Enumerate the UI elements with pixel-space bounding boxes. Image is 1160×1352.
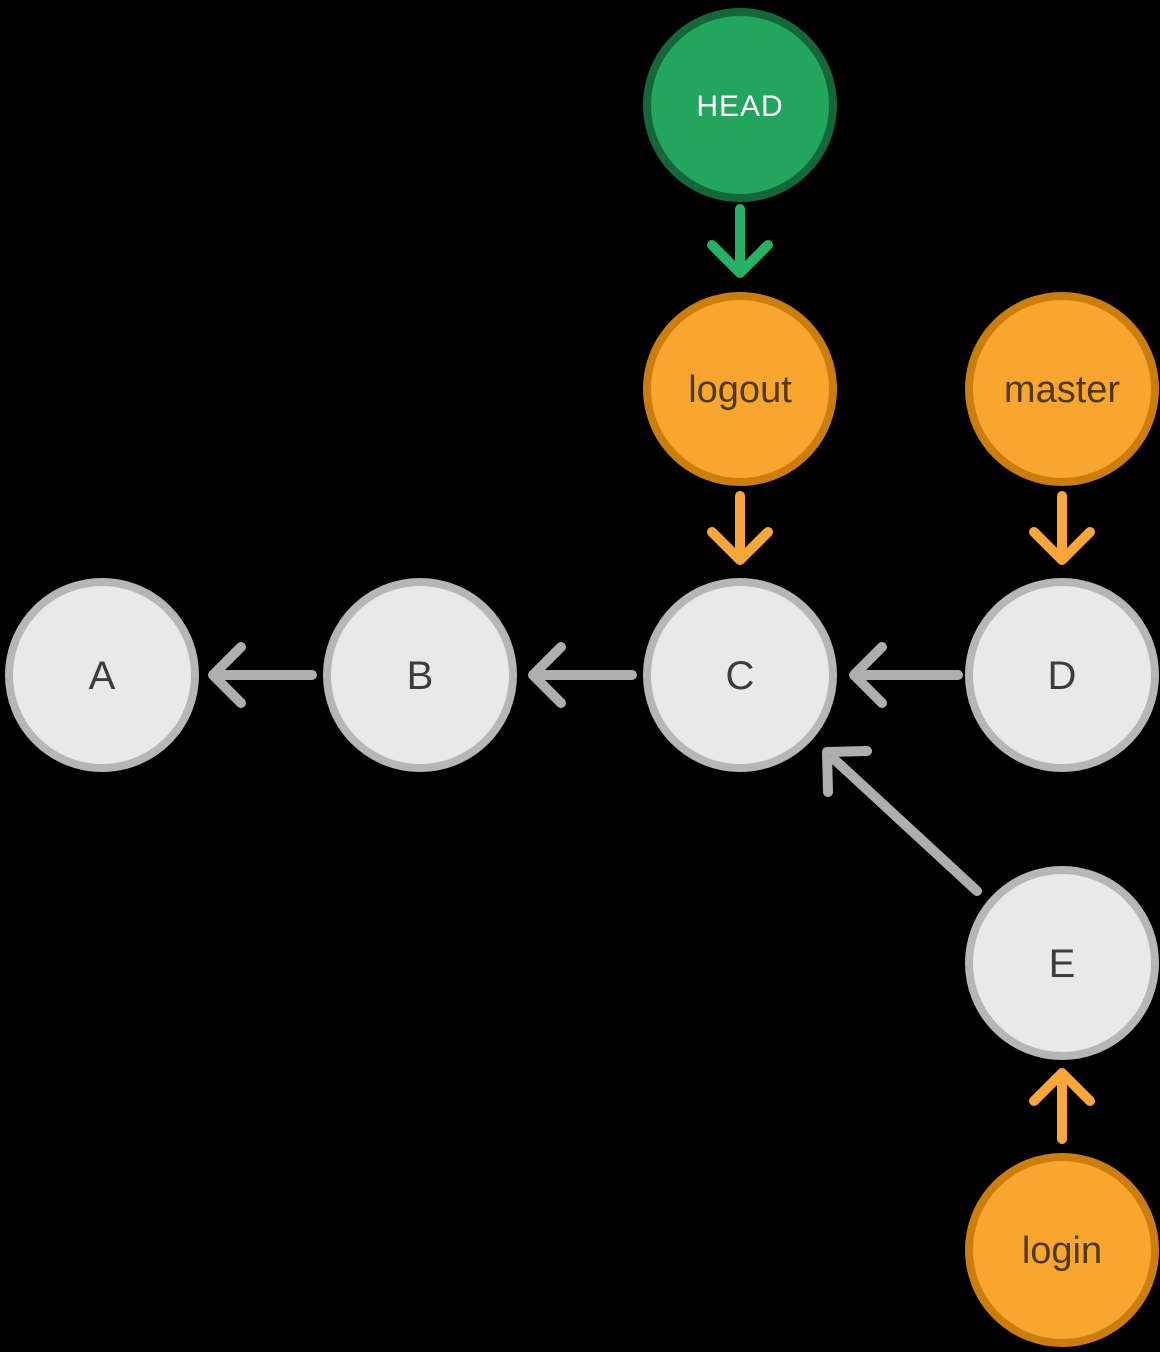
commit-label: A — [89, 654, 116, 698]
head-node: HEAD — [643, 8, 837, 202]
commit-node-a: A — [5, 578, 199, 772]
commit-circle — [323, 578, 517, 772]
arrowhead-up-left-icon — [822, 746, 872, 797]
branch-node-logout: logout — [643, 292, 837, 486]
commit-node-b: B — [323, 578, 517, 772]
arrow-master-to-d — [1029, 491, 1095, 565]
head-circle — [643, 8, 837, 202]
arrow-logout-to-c — [707, 491, 773, 565]
arrowhead-up-icon — [1029, 1068, 1095, 1106]
commit-circle — [965, 866, 1159, 1060]
commit-circle — [5, 578, 199, 772]
commit-circle — [965, 578, 1159, 772]
branch-node-master: master — [965, 292, 1159, 486]
branch-circle — [965, 292, 1159, 486]
commit-label: D — [1048, 654, 1077, 698]
commit-node-c: C — [643, 578, 837, 772]
arrowhead-left-icon — [528, 642, 566, 708]
commit-label: B — [407, 654, 434, 698]
arrow-b-to-a — [208, 642, 317, 708]
arrowhead-left-icon — [849, 642, 887, 708]
arrow-e-to-c — [822, 746, 982, 896]
commit-circle — [643, 578, 837, 772]
arrow-c-to-b — [528, 642, 637, 708]
commit-label: E — [1049, 942, 1076, 986]
arrow-login-to-e — [1029, 1068, 1095, 1144]
commit-node-e: E — [965, 866, 1159, 1060]
commit-label: C — [726, 654, 755, 698]
arrowhead-down-icon — [707, 527, 773, 565]
commit-node-d: D — [965, 578, 1159, 772]
arrow-head-to-logout — [707, 204, 773, 278]
arrowhead-left-icon — [208, 642, 246, 708]
branch-circle — [965, 1153, 1159, 1347]
branch-label: login — [1022, 1230, 1102, 1272]
head-label: HEAD — [696, 90, 783, 123]
arrow-shaft — [830, 755, 982, 896]
branch-label: logout — [688, 369, 792, 411]
branch-circle — [643, 292, 837, 486]
branch-node-login: login — [965, 1153, 1159, 1347]
arrowhead-down-icon — [1029, 527, 1095, 565]
arrow-d-to-c — [849, 642, 963, 708]
arrowhead-down-icon — [707, 240, 773, 278]
branch-label: master — [1004, 369, 1120, 411]
